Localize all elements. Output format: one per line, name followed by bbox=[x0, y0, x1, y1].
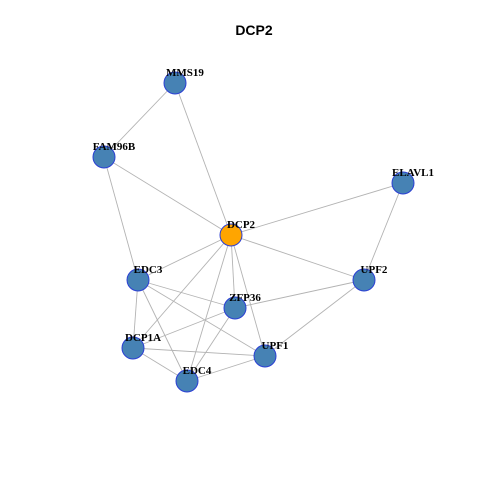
node-edc4 bbox=[175, 369, 199, 393]
node-label-edc4: EDC4 bbox=[183, 365, 212, 377]
node-fam96b bbox=[92, 145, 116, 169]
edge-edc3-upf1 bbox=[137, 279, 266, 357]
node-label-fam96b: FAM96B bbox=[93, 141, 136, 153]
node-label-zfp36: ZFP36 bbox=[229, 292, 261, 304]
edge-dcp2-dcp1a bbox=[132, 234, 232, 349]
edge-zfp36-dcp1a bbox=[132, 307, 236, 349]
edge-fam96b-dcp2 bbox=[103, 156, 232, 236]
node-zfp36 bbox=[223, 296, 247, 320]
edge-elavl1-dcp2 bbox=[230, 182, 404, 236]
edge-edc4-upf1 bbox=[186, 355, 266, 382]
node-upf1 bbox=[253, 344, 277, 368]
edge-elavl1-upf2 bbox=[363, 182, 404, 281]
edge-dcp2-zfp36 bbox=[230, 234, 236, 309]
edge-zfp36-edc4 bbox=[186, 307, 236, 382]
edge-dcp2-upf1 bbox=[230, 234, 266, 357]
edge-dcp2-upf2 bbox=[230, 234, 365, 281]
node-edc3 bbox=[126, 268, 150, 292]
node-elavl1 bbox=[391, 171, 415, 195]
edge-edc3-edc4 bbox=[137, 279, 188, 382]
edge-layer bbox=[103, 82, 404, 382]
edge-dcp2-edc3 bbox=[137, 234, 232, 281]
node-label-upf2: UPF2 bbox=[361, 264, 388, 276]
node-dcp1a bbox=[121, 336, 145, 360]
edge-dcp1a-upf1 bbox=[132, 347, 266, 357]
node-upf2 bbox=[352, 268, 376, 292]
diagram-title: DCP2 bbox=[235, 22, 273, 38]
node-label-edc3: EDC3 bbox=[134, 264, 163, 276]
node-mms19 bbox=[163, 71, 187, 95]
node-label-dcp1a: DCP1A bbox=[125, 332, 161, 344]
node-dcp2 bbox=[219, 223, 243, 247]
edge-upf2-zfp36 bbox=[234, 279, 365, 309]
edge-mms19-dcp2 bbox=[174, 82, 232, 236]
edge-upf2-upf1 bbox=[264, 279, 365, 357]
node-label-mms19: MMS19 bbox=[166, 67, 204, 79]
node-label-upf1: UPF1 bbox=[262, 340, 289, 352]
edge-fam96b-edc3 bbox=[103, 156, 139, 281]
node-label-elavl1: ELAVL1 bbox=[392, 167, 434, 179]
node-label-dcp2: DCP2 bbox=[227, 219, 256, 231]
node-layer bbox=[92, 71, 415, 393]
edge-dcp2-edc4 bbox=[186, 234, 232, 382]
edge-edc3-zfp36 bbox=[137, 279, 236, 309]
edge-mms19-fam96b bbox=[103, 82, 176, 158]
